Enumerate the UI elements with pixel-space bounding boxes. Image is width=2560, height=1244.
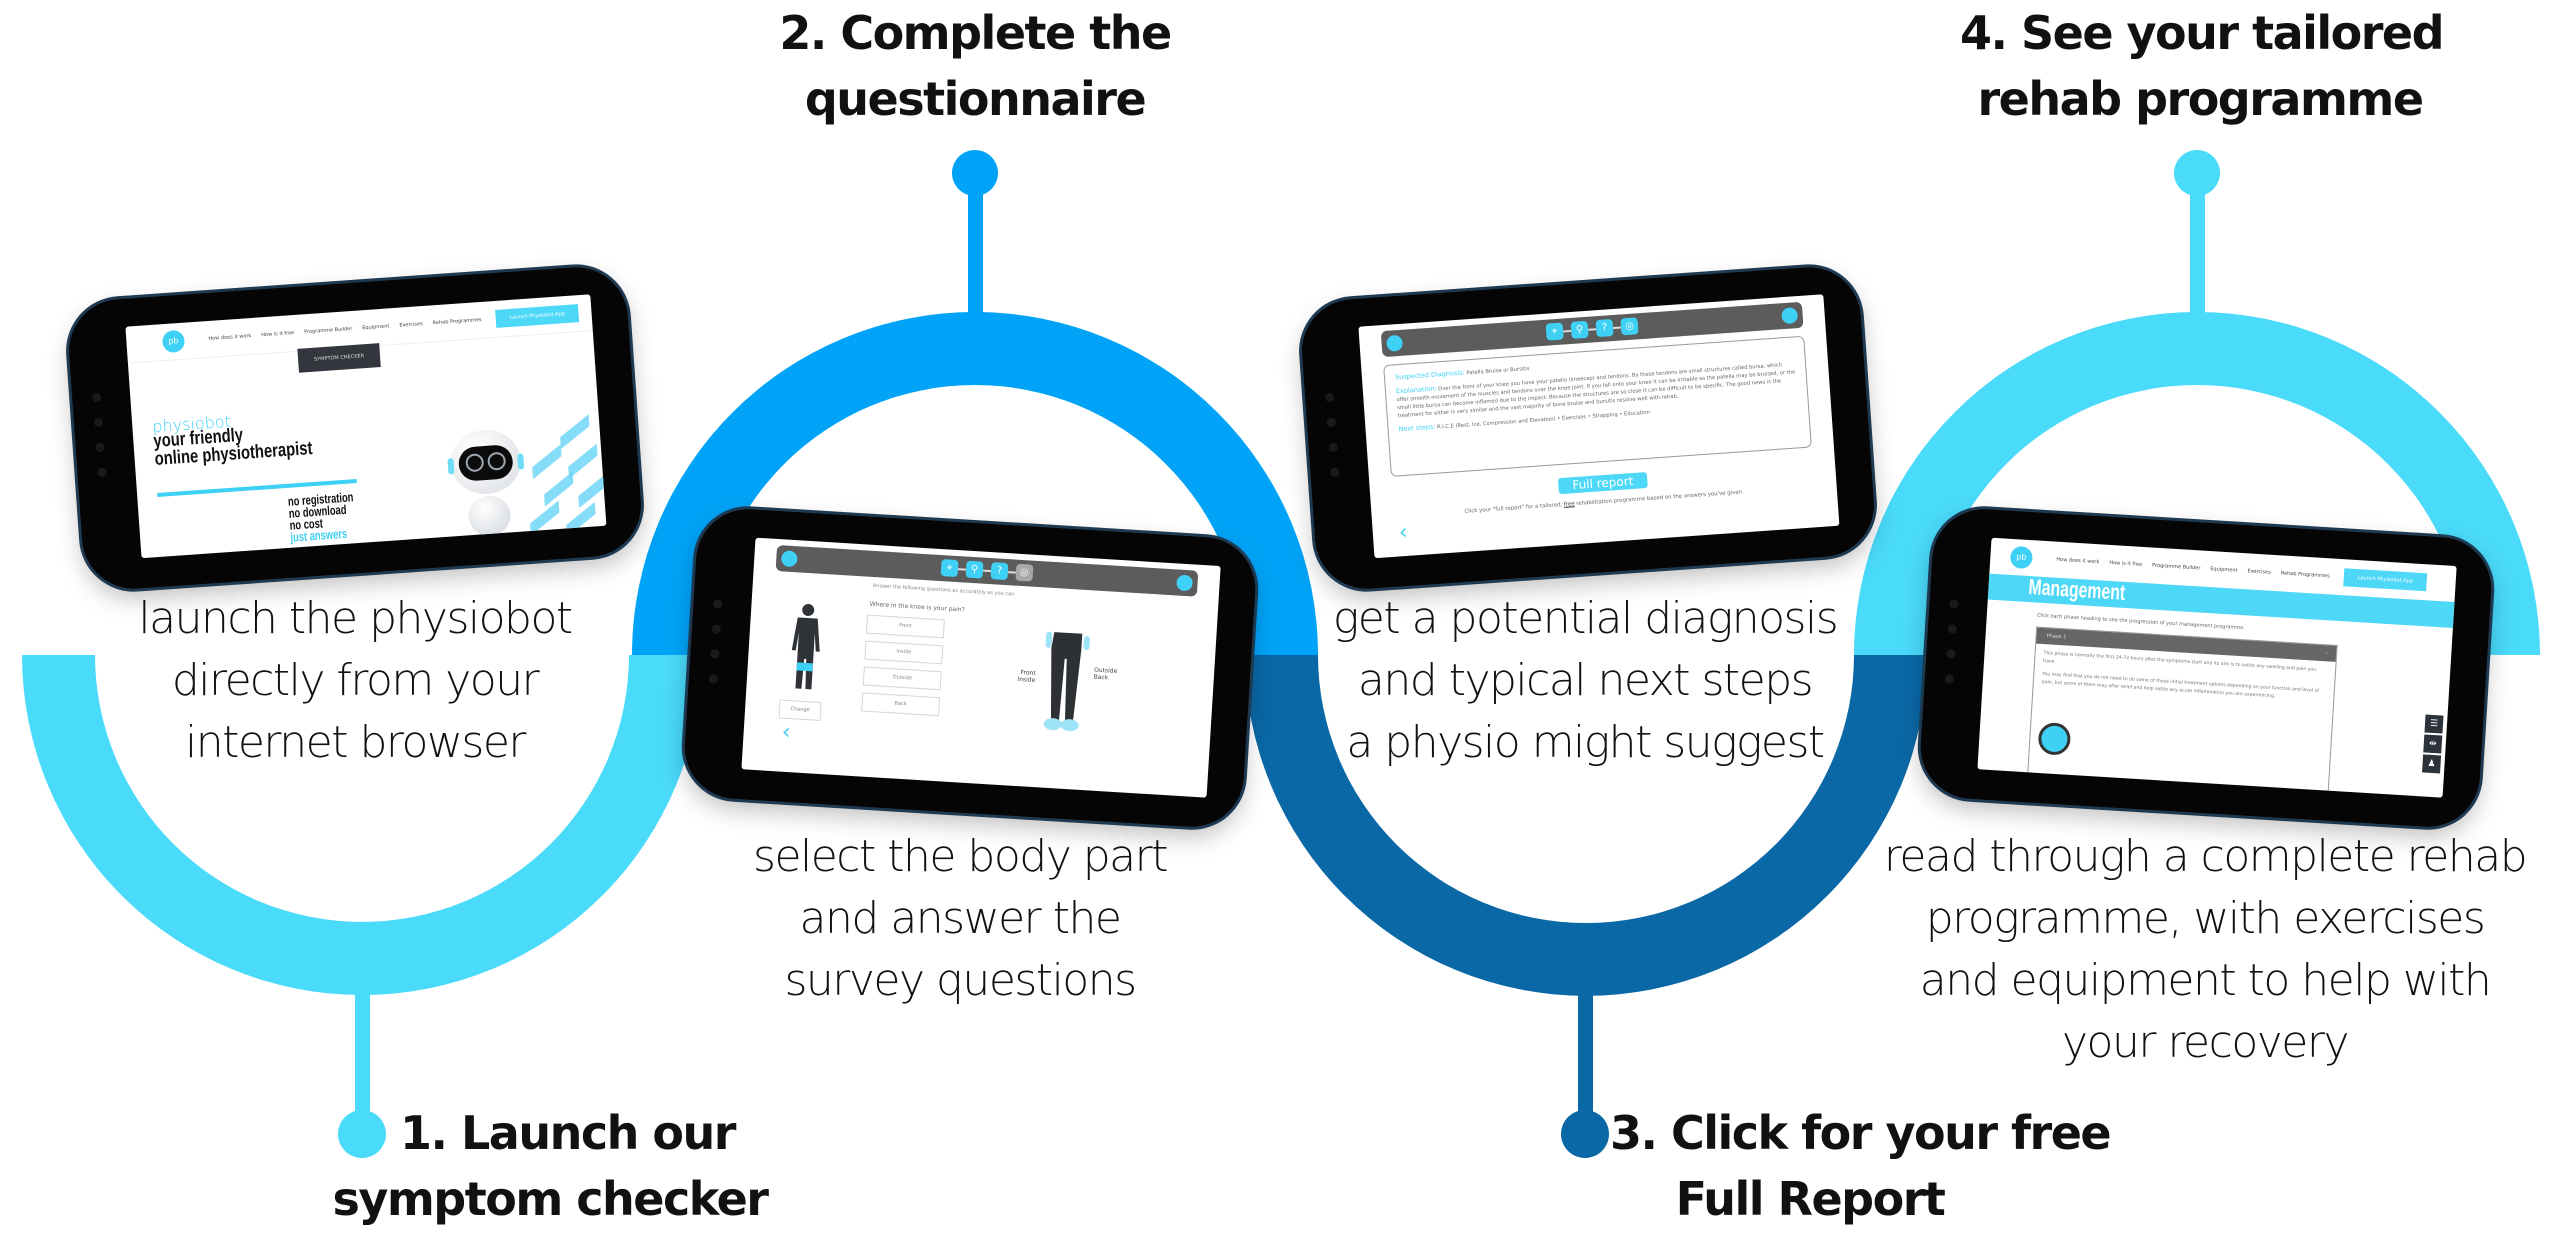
body-silhouette-icon bbox=[791, 604, 820, 690]
body-map-icon[interactable]: ⌖ bbox=[940, 559, 959, 578]
search-icon[interactable]: ⚲ bbox=[965, 560, 984, 579]
site-logo[interactable]: pb bbox=[2009, 545, 2034, 570]
stem-step-1 bbox=[355, 990, 370, 1130]
nav-item[interactable]: Programme Builder bbox=[2151, 562, 2201, 572]
phone-side-buttons bbox=[1943, 599, 1960, 709]
phone-2-screen: ⌖ ⚲ ? ◎ Answer the following questions a… bbox=[741, 537, 1221, 798]
dot-step-2 bbox=[952, 150, 998, 196]
arc-step-2 bbox=[632, 312, 1318, 655]
phase-accordion: Phase 1 – This phase is normally the fir… bbox=[2026, 626, 2338, 797]
phone-side-buttons bbox=[1324, 392, 1343, 503]
person-icon[interactable]: ♟ bbox=[2422, 754, 2442, 774]
question-text: Where in the knee is your pain? bbox=[869, 600, 966, 614]
logo-button[interactable] bbox=[780, 550, 798, 568]
step-3-title: 3. Click for your free Full Report bbox=[1610, 1106, 2112, 1226]
decorative-tiles bbox=[519, 413, 607, 539]
instruction-text: Answer the following questions as accura… bbox=[872, 582, 1015, 598]
nav-item[interactable]: Rehab Programmes bbox=[2280, 570, 2330, 580]
home-icon[interactable] bbox=[1176, 574, 1194, 592]
progress-steps: ⌖ ⚲ ? ◎ bbox=[1545, 317, 1639, 341]
arc-step-4 bbox=[1854, 312, 2540, 655]
body-map-icon[interactable]: ⌖ bbox=[1545, 322, 1564, 341]
full-report-button[interactable]: Full report bbox=[1557, 472, 1648, 495]
report-icon[interactable]: ◎ bbox=[1015, 563, 1034, 582]
nav-item[interactable]: Rehab Programmes bbox=[432, 316, 482, 327]
change-body-part-button[interactable]: Change bbox=[778, 699, 822, 721]
first-aid-cross-icon bbox=[2037, 721, 2072, 756]
report-icon[interactable]: ◎ bbox=[1620, 317, 1639, 336]
phone-step-4: pb How does it work How is it free Progr… bbox=[1917, 506, 2495, 830]
phone-step-1: pb How does it work How is it free Progr… bbox=[65, 263, 645, 593]
back-chevron-icon[interactable]: ‹ bbox=[780, 719, 792, 746]
step-4-description: read through a complete rehab programme,… bbox=[1883, 831, 2528, 1068]
progress-steps: ⌖ ⚲ ? ◎ bbox=[940, 559, 1034, 582]
question-icon[interactable]: ? bbox=[1595, 319, 1614, 338]
arc-step-3 bbox=[1245, 655, 1927, 996]
phone-side-buttons bbox=[91, 392, 110, 503]
phone-1-screen: pb How does it work How is it free Progr… bbox=[125, 294, 607, 559]
side-toolbar: ☰ ⇹ ♟ bbox=[2422, 714, 2444, 775]
site-logo[interactable]: pb bbox=[161, 329, 186, 354]
answer-option[interactable]: Outside bbox=[862, 666, 942, 691]
taglines: no registration no download no cost just… bbox=[287, 489, 354, 545]
leg-labels-right: Outside Back bbox=[1093, 666, 1118, 682]
phone-step-3: ⌖ ⚲ ? ◎ Suspected Diagnosis: Patella Bru… bbox=[1298, 263, 1878, 593]
dumbbell-icon[interactable]: ⇹ bbox=[2423, 734, 2443, 754]
launch-app-button[interactable]: Launch Physiobot App bbox=[2343, 568, 2428, 592]
step-1-title: 1. Launch our symptom checker bbox=[332, 1106, 769, 1226]
robot-mascot-icon bbox=[447, 427, 526, 538]
legs-diagram-icon bbox=[1043, 631, 1090, 732]
nav-item[interactable]: Equipment bbox=[2210, 566, 2238, 574]
nav-item[interactable]: Programme Builder bbox=[303, 325, 353, 336]
list-icon[interactable]: ☰ bbox=[2424, 714, 2444, 734]
stem-step-4 bbox=[2190, 180, 2205, 316]
hero-heading: your friendly online physiotherapist bbox=[152, 424, 314, 471]
answer-option[interactable]: Inside bbox=[864, 640, 944, 665]
dot-step-3 bbox=[1561, 1110, 1609, 1158]
dot-step-1 bbox=[338, 1110, 386, 1158]
step-2-title: 2. Complete the questionnaire bbox=[779, 6, 1172, 126]
nav-item[interactable]: How does it work bbox=[2056, 556, 2100, 566]
diagnosis-panel: Suspected Diagnosis: Patella Bruise or B… bbox=[1383, 335, 1812, 477]
step-1-description: launch the physiobot directly from your … bbox=[138, 593, 573, 768]
search-icon[interactable]: ⚲ bbox=[1570, 320, 1589, 339]
arc-step-1 bbox=[22, 655, 702, 995]
answer-option[interactable]: Back bbox=[861, 692, 941, 717]
leg-labels-left: Front Inside bbox=[1017, 669, 1036, 684]
nav-item[interactable]: How is it free bbox=[2109, 559, 2143, 568]
back-chevron-icon[interactable]: ‹ bbox=[1397, 519, 1409, 546]
answer-option[interactable]: Front bbox=[865, 614, 945, 639]
collapse-icon[interactable]: – bbox=[2325, 650, 2329, 657]
step-2-description: select the body part and answer the surv… bbox=[753, 831, 1168, 1006]
stem-step-3 bbox=[1578, 990, 1593, 1130]
question-icon[interactable]: ? bbox=[990, 562, 1009, 581]
step-3-description: get a potential diagnosis and typical ne… bbox=[1332, 593, 1839, 768]
logo-button[interactable] bbox=[1386, 334, 1404, 352]
home-icon[interactable] bbox=[1781, 307, 1799, 325]
step-4-title: 4. See your tailored rehab programme bbox=[1960, 6, 2445, 126]
phone-step-2: ⌖ ⚲ ? ◎ Answer the following questions a… bbox=[681, 506, 1259, 830]
stem-step-2 bbox=[968, 180, 983, 316]
nav-item[interactable]: Exercises bbox=[2247, 568, 2271, 576]
phone-4-screen: pb How does it work How is it free Progr… bbox=[1977, 537, 2457, 798]
phone-side-buttons bbox=[707, 599, 724, 709]
nav-item[interactable]: Exercises bbox=[399, 321, 423, 329]
phone-3-screen: ⌖ ⚲ ? ◎ Suspected Diagnosis: Patella Bru… bbox=[1358, 294, 1840, 559]
symptom-checker-button[interactable]: SYMPTOM CHECKER bbox=[297, 343, 381, 373]
dot-step-4 bbox=[2174, 150, 2220, 196]
nav-item[interactable]: How does it work bbox=[208, 333, 252, 342]
nav-item[interactable]: How is it free bbox=[261, 330, 295, 339]
nav-item[interactable]: Equipment bbox=[362, 323, 390, 332]
launch-app-button[interactable]: Launch Physiobot App bbox=[494, 304, 580, 328]
